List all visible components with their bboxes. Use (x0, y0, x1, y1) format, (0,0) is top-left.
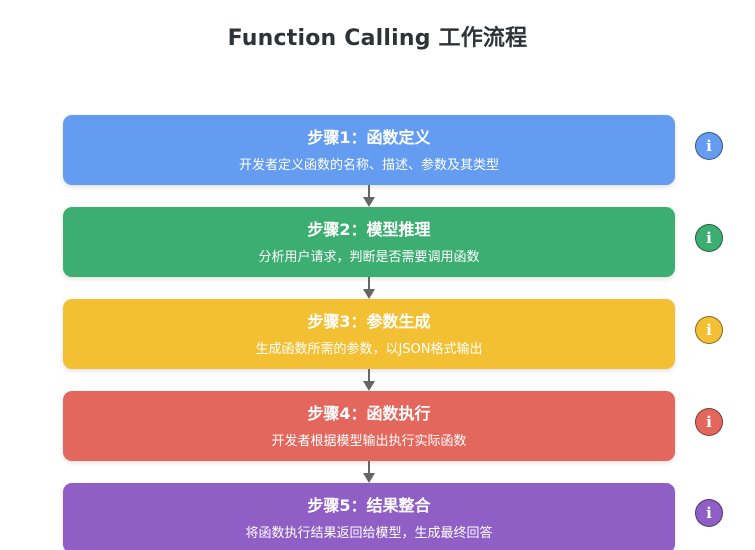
step-box-1: 步骤1：函数定义 开发者定义函数的名称、描述、参数及其类型 (63, 115, 675, 185)
info-icon[interactable]: i (695, 408, 723, 436)
step-box-5: 步骤5：结果整合 将函数执行结果返回给模型，生成最终回答 (63, 483, 675, 550)
info-icon[interactable]: i (695, 499, 723, 527)
arrow-down-icon (363, 289, 375, 299)
info-icon[interactable]: i (695, 132, 723, 160)
step-description: 开发者定义函数的名称、描述、参数及其类型 (238, 158, 499, 173)
step-box-3: 步骤3：参数生成 生成函数所需的参数，以JSON格式输出 (63, 299, 675, 369)
info-icon[interactable]: i (695, 316, 723, 344)
arrow-down-icon (363, 381, 375, 391)
step-title: 步骤3：参数生成 (307, 312, 431, 331)
arrow-down-icon (363, 473, 375, 483)
step-description: 生成函数所需的参数，以JSON格式输出 (255, 342, 483, 357)
step-description: 分析用户请求，判断是否需要调用函数 (258, 250, 480, 265)
arrow-line (368, 461, 370, 475)
step-description: 开发者根据模型输出执行实际函数 (271, 434, 467, 449)
step-description: 将函数执行结果返回给模型，生成最终回答 (245, 526, 493, 541)
arrow-line (368, 185, 370, 199)
info-icon[interactable]: i (695, 224, 723, 252)
arrow-connector (363, 369, 375, 393)
step-title: 步骤2：模型推理 (307, 220, 431, 239)
arrow-line (368, 277, 370, 291)
arrow-line (368, 369, 370, 383)
diagram-title: Function Calling 工作流程 (227, 26, 528, 51)
arrow-connector (363, 461, 375, 485)
step-box-2: 步骤2：模型推理 分析用户请求，判断是否需要调用函数 (63, 207, 675, 277)
step-title: 步骤1：函数定义 (307, 128, 431, 147)
arrow-connector (363, 185, 375, 209)
step-title: 步骤5：结果整合 (307, 496, 431, 515)
arrow-down-icon (363, 197, 375, 207)
step-title: 步骤4：函数执行 (307, 404, 431, 423)
step-box-4: 步骤4：函数执行 开发者根据模型输出执行实际函数 (63, 391, 675, 461)
arrow-connector (363, 277, 375, 301)
